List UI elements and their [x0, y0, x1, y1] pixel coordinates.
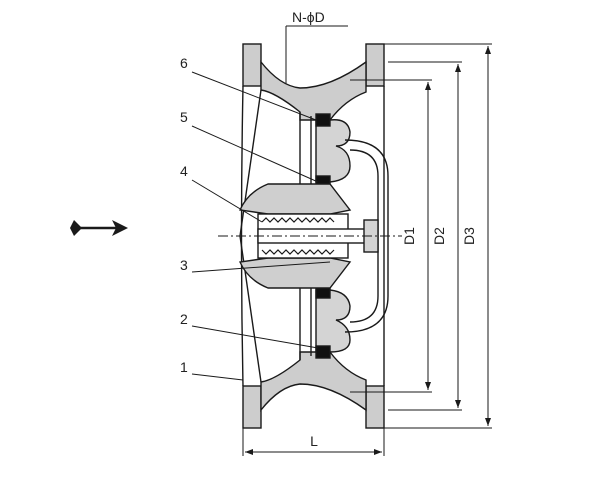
callout-2: 2	[180, 311, 188, 327]
shaft	[218, 219, 402, 253]
dimension-d3-label: D3	[461, 227, 477, 245]
dimension-d1-label: D1	[401, 227, 417, 245]
callout-5: 5	[180, 109, 188, 125]
callout-6: 6	[180, 55, 188, 71]
leader-lines	[191, 71, 331, 381]
callout-1: 1	[180, 359, 188, 375]
callout-3: 3	[180, 257, 188, 273]
disc-assembly	[315, 113, 389, 359]
callout-4: 4	[180, 163, 188, 179]
arrow-right-icon	[70, 220, 128, 236]
dimension-arrowheads	[245, 46, 491, 455]
dimension-lines	[242, 43, 492, 456]
dimension-l-label: L	[310, 433, 318, 449]
bolt-spec-label: N-ϕD	[292, 9, 325, 25]
dimension-d2-label: D2	[431, 227, 447, 245]
bolt-centerlines	[285, 25, 348, 84]
spring	[261, 217, 335, 255]
valve-body	[242, 43, 385, 429]
